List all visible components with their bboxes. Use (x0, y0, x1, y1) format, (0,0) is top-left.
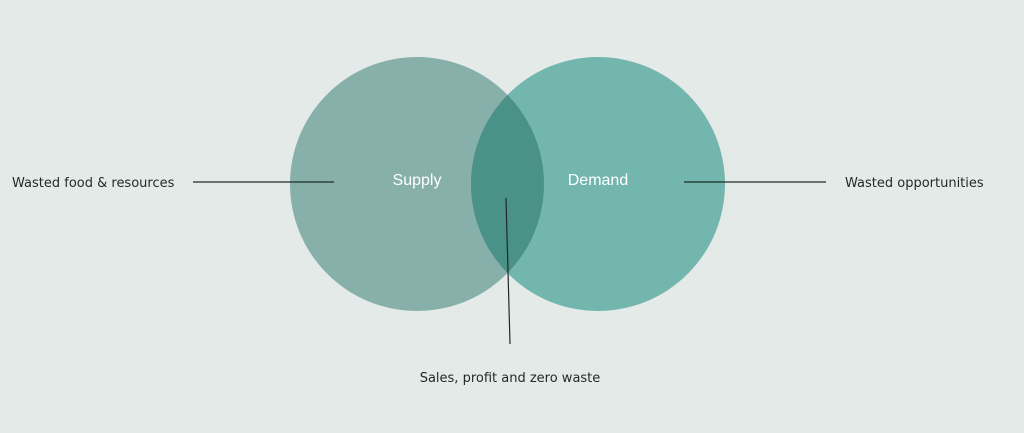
wasted-food-label: Wasted food & resources (12, 176, 175, 191)
intersection-label: Sales, profit and zero waste (420, 371, 601, 386)
intersection-leader-line (505, 197, 511, 345)
supply-label: Supply (393, 172, 442, 189)
supply-circle (290, 57, 544, 311)
demand-circle (471, 57, 725, 311)
wasted-opportunities-label: Wasted opportunities (845, 176, 984, 191)
demand-label: Demand (568, 172, 628, 189)
